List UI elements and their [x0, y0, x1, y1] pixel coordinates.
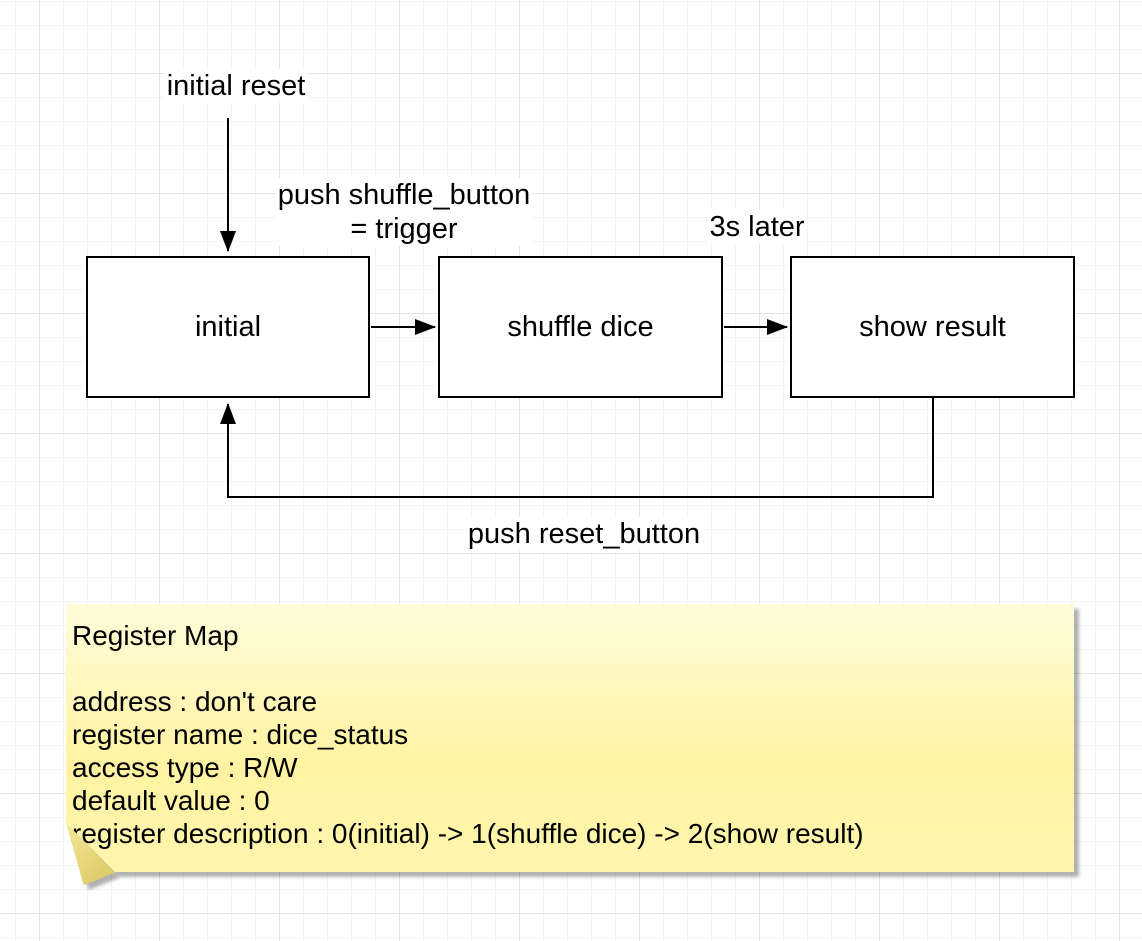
note-line-title: Register Map [72, 620, 239, 651]
note-line-address: address : don't care [72, 686, 318, 717]
state-label: initial [194, 310, 262, 343]
state-show-result[interactable]: show result [790, 256, 1075, 398]
note-line-blank [72, 652, 1064, 685]
transition-label-line1: push shuffle_button [277, 179, 531, 211]
transition-label-initial-reset[interactable]: initial reset [164, 69, 308, 103]
note-line-access-type: access type : R/W [72, 752, 298, 783]
state-label: show result [859, 310, 1006, 343]
transition-label-push-shuffle-button[interactable]: push shuffle_button = trigger [275, 178, 533, 246]
transition-arrow-push-reset-button[interactable] [220, 398, 934, 498]
note-line-register-description: register description : 0(initial) -> 1(s… [72, 818, 864, 849]
state-label: shuffle dice [507, 310, 654, 343]
note-line-register-name: register name : dice_status [72, 719, 409, 750]
state-shuffle-dice[interactable]: shuffle dice [438, 256, 723, 398]
transition-label-line2: = trigger [350, 213, 458, 245]
state-initial[interactable]: initial [86, 256, 370, 398]
note-line-default-value: default value : 0 [72, 785, 270, 816]
register-map-note[interactable]: Register Map address : don't care regist… [66, 604, 1074, 888]
register-map-note-body: Register Map address : don't care regist… [66, 604, 1074, 872]
transition-label-3s-later[interactable]: 3s later [707, 210, 807, 244]
transition-label-push-reset-button[interactable]: push reset_button [465, 517, 703, 551]
